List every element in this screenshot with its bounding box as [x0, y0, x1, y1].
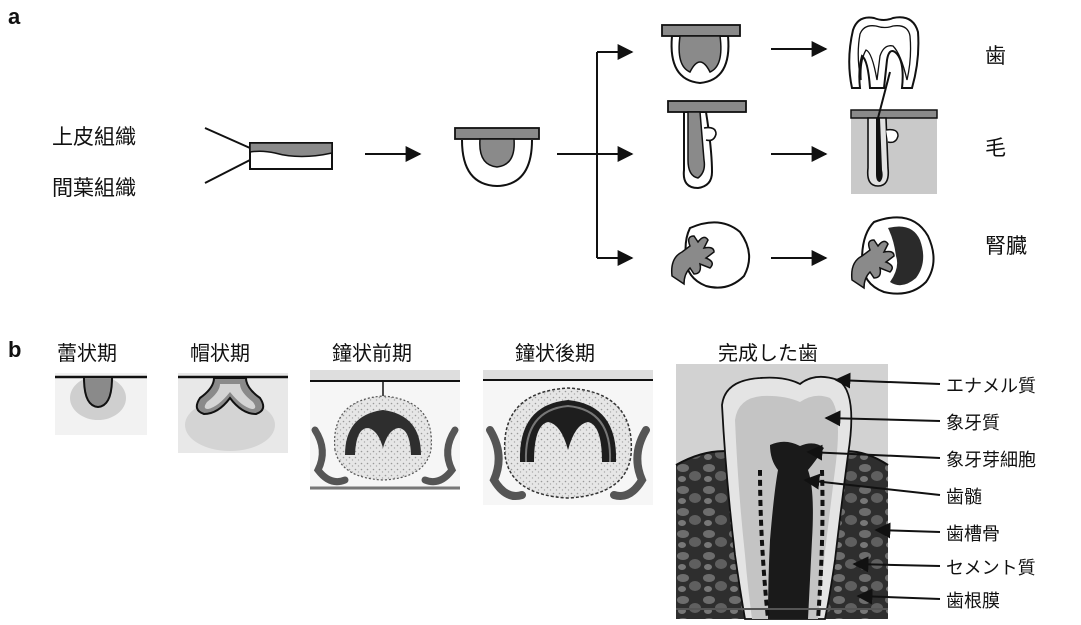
branch-arrows	[557, 52, 632, 258]
epithelium-pointer-line	[205, 128, 250, 148]
early-bell-stage-diagram	[310, 370, 460, 490]
cap-stage-diagram	[178, 373, 288, 453]
bud-stage-diagram	[55, 373, 147, 435]
mature-kidney-diagram	[852, 217, 934, 293]
tissue-block-diagram	[250, 143, 332, 169]
tooth-germ-diagram	[662, 25, 740, 83]
hair-germ-diagram	[668, 101, 746, 188]
late-bell-stage-diagram	[483, 370, 653, 505]
complete-tooth-diagram	[676, 364, 888, 619]
mesenchyme-pointer-line	[205, 160, 250, 183]
hair-follicle-diagram	[851, 72, 937, 194]
developed-tooth-diagram	[849, 17, 918, 88]
kidney-germ-diagram	[672, 222, 749, 287]
placode-diagram	[455, 128, 539, 186]
